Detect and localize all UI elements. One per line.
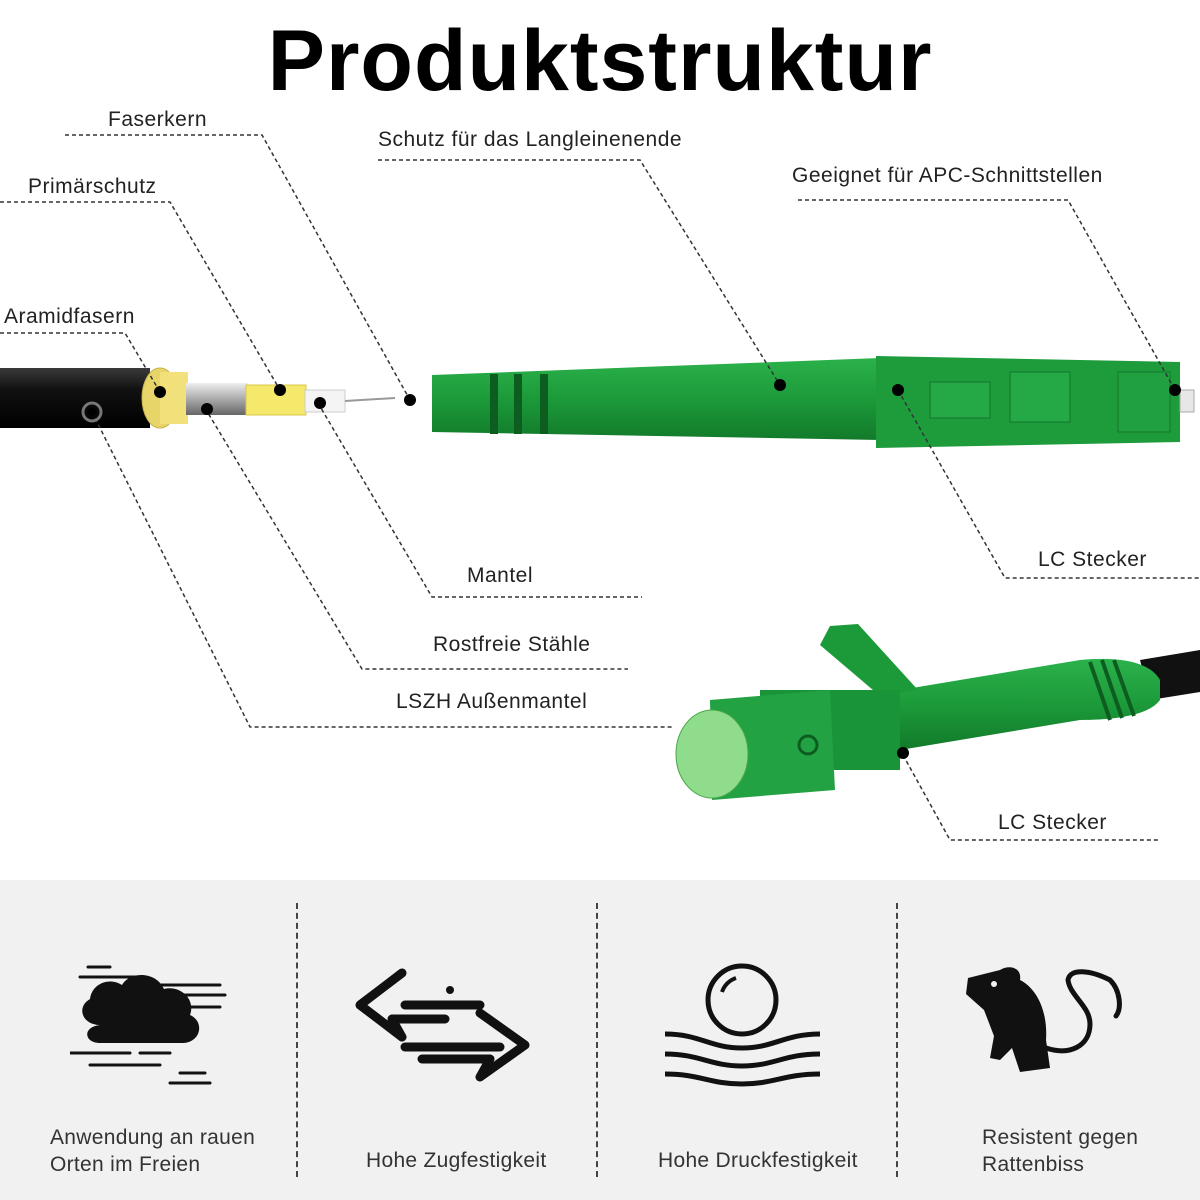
label-lszh-aussenmantel: LSZH Außenmantel bbox=[396, 690, 588, 713]
label-faserkern: Faserkern bbox=[108, 108, 208, 131]
divider bbox=[896, 903, 898, 1177]
lszh-outer-jacket bbox=[0, 368, 150, 428]
aramid-fiber-body bbox=[160, 372, 188, 424]
page-title: Produktstruktur bbox=[267, 13, 933, 109]
product-structure-diagram bbox=[0, 134, 1200, 841]
rat-icon bbox=[966, 967, 1122, 1072]
label-apc: Geeignet für APC-Schnittstellen bbox=[792, 164, 1103, 187]
label-lc-stecker-bottom: LC Stecker bbox=[998, 811, 1107, 834]
feature-rodent: Resistent gegen Rattenbiss bbox=[982, 1126, 1139, 1176]
divider bbox=[596, 903, 598, 1177]
stretch-arrows-icon bbox=[355, 968, 530, 1082]
end-cap bbox=[675, 709, 749, 799]
label-aramidfasern: Aramidfasern bbox=[4, 305, 135, 328]
ferrule-tip bbox=[1179, 389, 1195, 413]
stainless-steel-tube bbox=[186, 383, 248, 415]
label-primaerschutz: Primärschutz bbox=[28, 175, 157, 198]
label-lc-stecker-top: LC Stecker bbox=[1038, 548, 1147, 571]
cloud-wind-icon bbox=[70, 965, 227, 1085]
feature-tensile: Hohe Zugfestigkeit bbox=[366, 1149, 547, 1172]
label-schutz-langleinenende: Schutz für das Langleinenende bbox=[378, 128, 683, 151]
feature-crush: Hohe Druckfestigkeit bbox=[658, 1149, 858, 1172]
marker-dots bbox=[81, 379, 1181, 759]
boot-bottom bbox=[900, 658, 1160, 750]
label-rostfreie-staehle: Rostfreie Stähle bbox=[433, 633, 591, 656]
lc-connector-bottom bbox=[675, 624, 1200, 800]
feature-outdoor: Anwendung an rauen Orten im Freien bbox=[50, 1126, 256, 1176]
lc-connector-top bbox=[432, 356, 1195, 448]
pressure-ball-icon bbox=[664, 963, 821, 1087]
latch-arm bbox=[820, 624, 918, 696]
boot bbox=[432, 358, 880, 440]
divider bbox=[296, 903, 298, 1177]
fiber-core bbox=[344, 397, 396, 402]
cable-cross-section bbox=[0, 367, 396, 429]
leader-lines bbox=[0, 134, 1200, 841]
label-mantel: Mantel bbox=[467, 564, 534, 587]
